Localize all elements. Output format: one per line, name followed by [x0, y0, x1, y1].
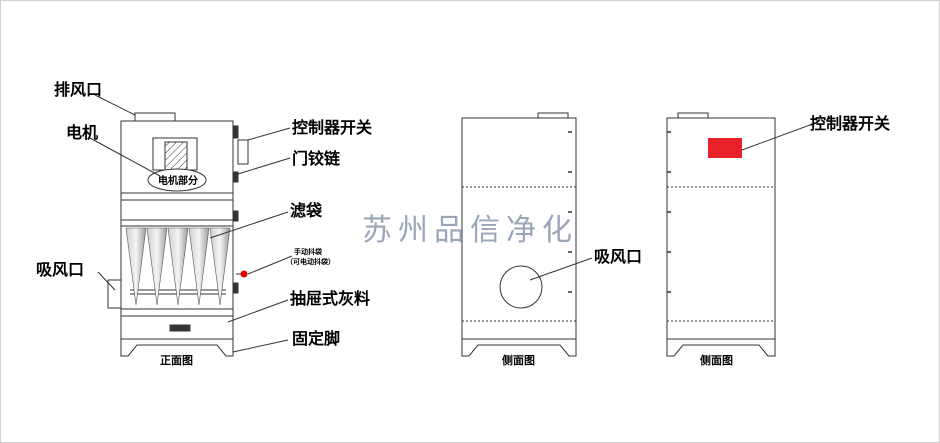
- shaker-dot: [240, 270, 248, 278]
- filter-bags: [125, 227, 231, 306]
- label-motor-section: 电机部分: [158, 174, 198, 187]
- watermark: 苏州品信净化: [362, 213, 578, 248]
- side-view-2: [666, 112, 811, 357]
- caption-side-view: 侧面图: [502, 353, 535, 367]
- side-view: [461, 112, 593, 357]
- label-filter-bag: 滤袋: [290, 201, 323, 220]
- front-view: [107, 112, 249, 357]
- label-control-switch: 控制器开关: [292, 118, 372, 137]
- drawer-handle: [169, 324, 191, 332]
- label-side-intake-port: 吸风口: [594, 247, 642, 266]
- caption-front-view: 正面图: [160, 354, 193, 367]
- leader-lines-front: [89, 94, 293, 353]
- label-exhaust-port: 排风口: [54, 80, 102, 99]
- label-intake-port: 吸风口: [36, 260, 84, 279]
- control-switch-red: [708, 138, 742, 158]
- label-right-control-switch: 控制器开关: [810, 114, 890, 133]
- side-intake-port: [499, 265, 543, 309]
- intake-port-shape: [107, 279, 122, 309]
- label-manual-shaker: 手动抖袋: [294, 247, 323, 256]
- motor-section-ellipse: [147, 168, 207, 192]
- label-electric-shaker: （可电动抖袋）: [286, 257, 335, 266]
- label-drawer-ash: 抽屉式灰料: [290, 289, 370, 308]
- label-fixed-foot: 固定脚: [292, 329, 340, 348]
- exhaust-port-shape: [134, 112, 176, 122]
- caption-side-view-2: 侧面图: [700, 353, 733, 367]
- label-door-hinge: 门铰链: [292, 149, 341, 168]
- front-feet: [120, 339, 234, 357]
- label-motor: 电机: [66, 123, 98, 142]
